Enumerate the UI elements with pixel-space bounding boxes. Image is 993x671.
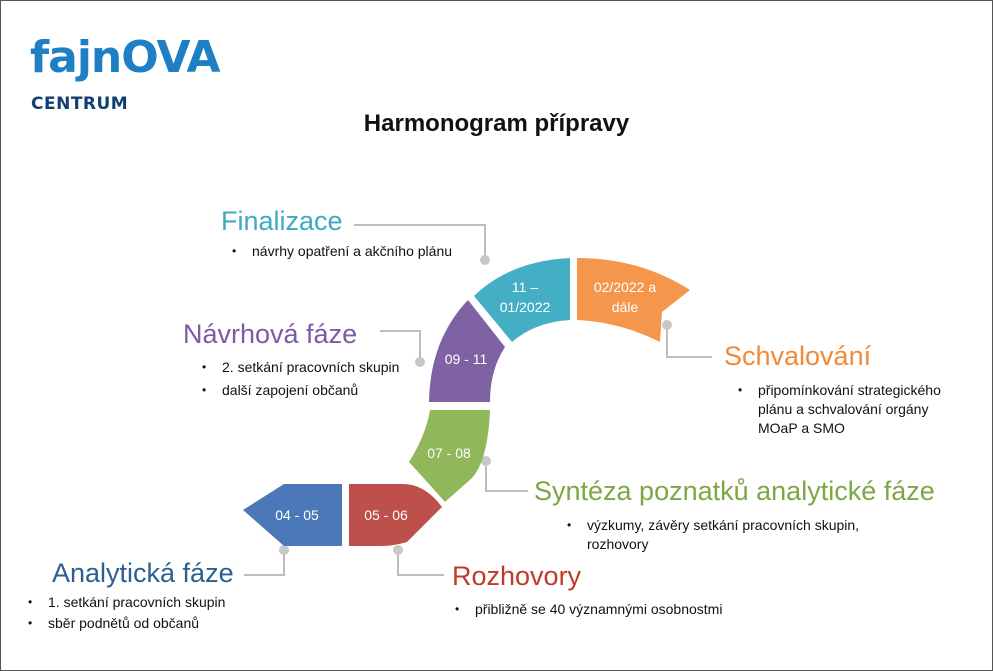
segment-label-05-06: 05 - 06 (364, 507, 408, 523)
segment-label-09-11: 09 - 11 (445, 351, 488, 367)
bullet-item: připomínkování strategického plánu a sch… (736, 381, 951, 438)
connector-finalizace (354, 224, 486, 260)
segment-label-01-2022: 01/2022 (500, 299, 551, 315)
phase-bullets-synteza: výzkumy, závěry setkání pracovních skupi… (565, 516, 895, 558)
bullet-item: sběr podnětů od občanů (26, 614, 326, 633)
bullet-item: další zapojení občanů (200, 381, 405, 400)
segment-07-08 (409, 410, 490, 502)
phase-title-navrhova: Návrhová fáze (183, 319, 358, 349)
logo: fajnOVA (30, 36, 221, 80)
dot-analyticka (279, 545, 289, 555)
segment-label-11: 11 – (512, 279, 538, 295)
segment-label-07-08: 07 - 08 (427, 445, 471, 461)
phase-title-finalizace: Finalizace (221, 206, 343, 236)
bullet-item: výzkumy, závěry setkání pracovních skupi… (565, 516, 895, 554)
segment-09-11 (429, 300, 505, 402)
segment-label-04-05: 04 - 05 (275, 507, 319, 523)
dot-schvalovani (662, 320, 672, 330)
connector-dots (279, 255, 672, 555)
dot-navrhova (415, 357, 425, 367)
bullet-item: návrhy opatření a akčního plánu (230, 242, 470, 261)
dot-rozhovory (393, 545, 403, 555)
logo-subtitle: CENTRUM (31, 94, 129, 114)
connector-synteza (485, 461, 528, 492)
phase-bullets-rozhovory: přibližně se 40 významnými osobnostmi (453, 600, 853, 623)
connector-lines (244, 224, 712, 576)
connector-schvalovani (666, 327, 712, 358)
segment-04-05 (243, 484, 342, 546)
connector-rozhovory (397, 550, 444, 576)
phase-bullets-finalizace: návrhy opatření a akčního plánu (230, 242, 470, 265)
phase-bullets-analyticka: 1. setkání pracovních skupin sběr podnět… (26, 593, 326, 637)
connector-analyticka (244, 550, 285, 576)
connector-navrhova (380, 330, 421, 360)
segment-05-06 (349, 484, 442, 546)
phase-title-analyticka: Analytická fáze (52, 558, 234, 588)
segment-label-dale: dále (612, 299, 639, 315)
bullet-item: přibližně se 40 významnými osobnostmi (453, 600, 853, 619)
page-title: Harmonogram přípravy (363, 110, 630, 137)
segment-label-02-2022-a: 02/2022 a (594, 279, 656, 295)
phase-bullets-schvalovani: připomínkování strategického plánu a sch… (736, 381, 951, 442)
phase-title-rozhovory: Rozhovory (452, 561, 582, 591)
bullet-item: 1. setkání pracovních skupin (26, 593, 326, 612)
dot-synteza (481, 456, 491, 466)
bullet-item: 2. setkání pracovních skupin (200, 358, 405, 377)
logo-prefix: fajn (30, 32, 122, 83)
dot-finalizace (480, 255, 490, 265)
logo-suffix: OVA (121, 32, 220, 83)
phase-title-synteza: Syntéza poznatků analytické fáze (534, 476, 935, 506)
phase-title-schvalovani: Schvalování (724, 341, 872, 371)
phase-bullets-navrhova: 2. setkání pracovních skupin další zapoj… (200, 358, 405, 404)
segment-02-2022-dale (577, 258, 690, 342)
segment-11-01-2022 (474, 258, 570, 342)
